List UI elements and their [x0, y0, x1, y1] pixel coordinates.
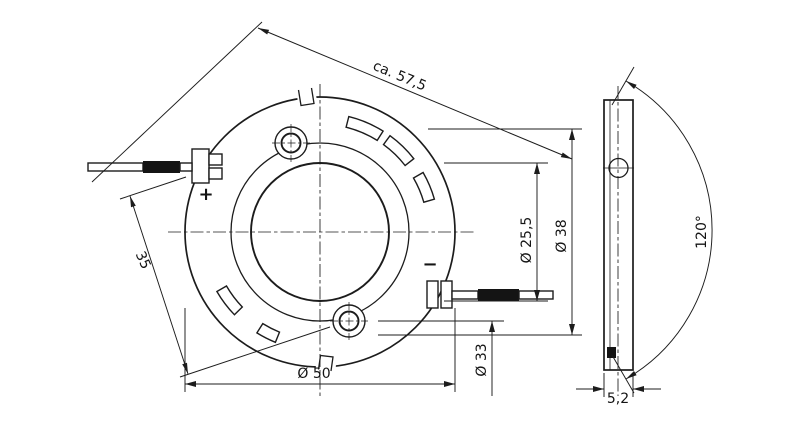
- notch-top: [295, 84, 318, 107]
- side-solder-tab: [607, 347, 616, 358]
- solder-tab-left: [191, 148, 223, 184]
- dim-angle: 120°: [611, 66, 713, 394]
- dim-ring-diameter: Ø 33: [378, 320, 504, 396]
- dim-angle-label: 120°: [694, 215, 710, 249]
- dim-ring-diameter-label: Ø 33: [474, 343, 490, 376]
- polarity-plus-label: +: [198, 184, 213, 205]
- arc-slot: [345, 115, 385, 142]
- wire-left: [87, 161, 193, 173]
- arc-slot: [255, 322, 281, 344]
- polarity-minus-label: −: [422, 254, 437, 275]
- notch-bottom: [315, 354, 337, 373]
- dim-thickness: 5,2: [576, 373, 661, 407]
- dim-outer-diameter: Ø 50: [184, 308, 456, 392]
- dim-bore-diameter-label: Ø 25,5: [519, 217, 535, 264]
- dim-slot-pitch-diameter: Ø 38: [378, 128, 582, 336]
- dim-boss-distance: 35: [119, 176, 331, 378]
- dim-thickness-label: 5,2: [607, 391, 629, 407]
- arc-slot: [412, 171, 436, 204]
- side-body: [603, 99, 634, 371]
- dim-boss-distance-label: 35: [132, 249, 154, 272]
- arc-slot: [215, 285, 244, 316]
- dim-bore-diameter: Ø 25,5: [444, 162, 548, 302]
- dim-slot-pitch-label: Ø 38: [554, 219, 570, 252]
- arc-slots: [215, 115, 436, 344]
- dim-overall-label: ca. 57,5: [370, 58, 428, 95]
- dim-overall: ca. 57,5: [91, 21, 573, 183]
- screw-boss-top: [272, 124, 310, 162]
- side-view: 120° 5,2: [576, 66, 713, 407]
- dim-outer-diameter-label: Ø 50: [297, 366, 330, 382]
- screw-boss-bottom: [330, 302, 368, 340]
- arc-slot: [382, 134, 415, 167]
- front-view: + −: [87, 84, 554, 396]
